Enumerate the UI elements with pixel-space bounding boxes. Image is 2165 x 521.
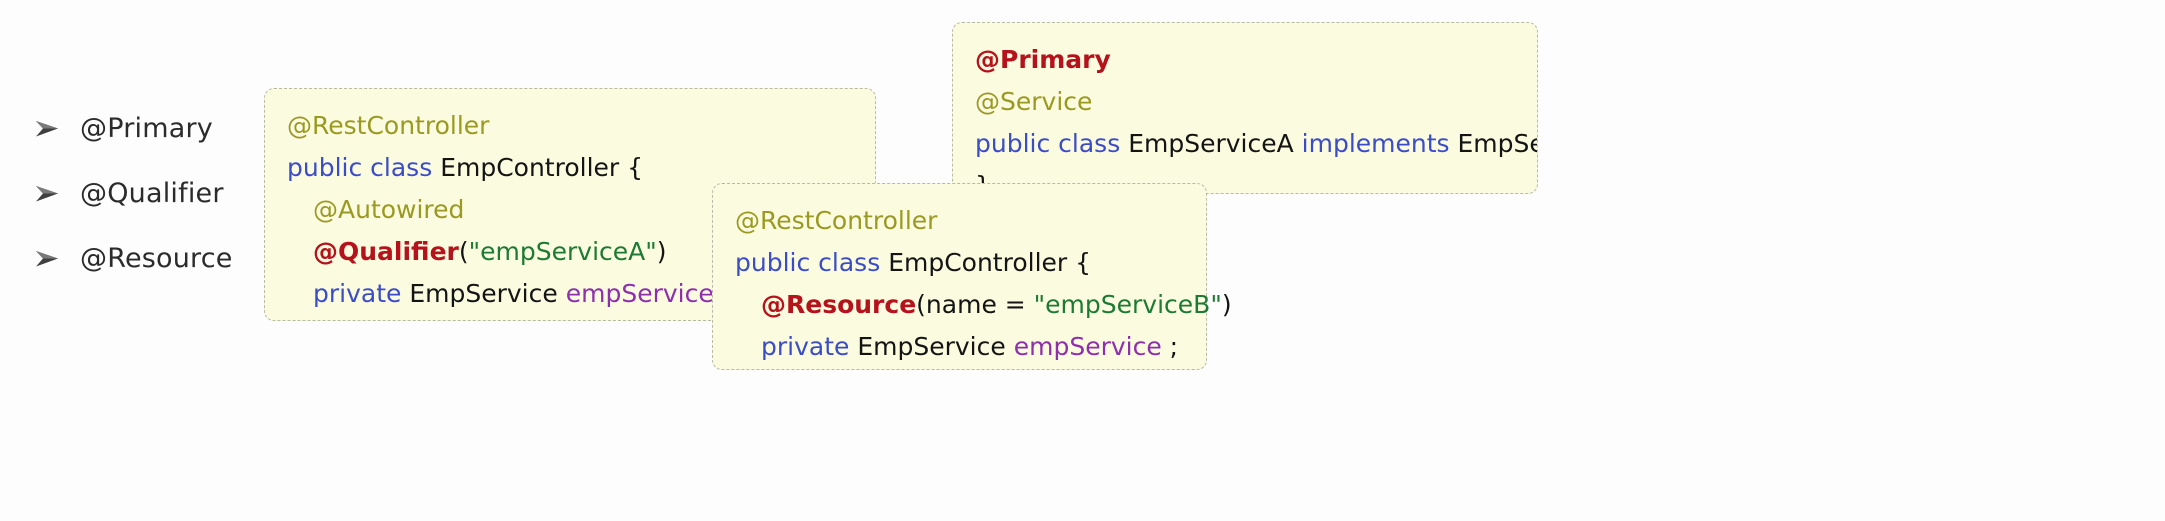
code-line: @Qualifier("empServiceA") [287,231,853,273]
code-token: public class [735,248,889,277]
code-token: private [313,279,410,308]
code-line: @Service [975,81,1515,123]
code-token: EmpService [409,279,566,308]
code-token: EmpService [857,332,1014,361]
code-token: implements [1301,129,1458,158]
code-line: @Autowired [287,189,853,231]
code-token: @Qualifier [313,237,459,266]
list-item: @Qualifier [30,161,280,226]
code-token: public class [287,153,441,182]
code-token: ) [1221,290,1232,319]
arrow-bullet-icon [30,248,80,270]
code-token: EmpServiceA [1128,129,1302,158]
list-item-label: @Primary [80,113,213,144]
list-item-label: @Resource [80,243,233,274]
arrow-bullet-icon [30,118,80,140]
list-item: @Primary [30,96,280,161]
code-token: @Resource [761,290,917,319]
code-line: public class EmpServiceA implements EmpS… [975,123,1537,165]
code-token: ) [656,237,667,266]
code-token: "empServiceB" [1033,290,1222,319]
list-item-label: @Qualifier [80,178,224,209]
code-callout-controller-resource: @RestController public class EmpControlle… [712,183,1232,370]
code-line: private EmpService empService ; [735,326,1184,368]
code-token: EmpService { [1457,129,1538,158]
code-line: public class EmpController { [735,242,1184,284]
code-token: (name = [916,290,1034,319]
code-token: @RestController [735,206,938,235]
code-line: @Resource(name = "empServiceB") [735,284,1232,326]
code-token: private [761,332,858,361]
code-token: empService [1013,332,1162,361]
code-line: private EmpService empService ; [287,273,853,315]
code-token: @Service [975,87,1093,116]
arrow-bullet-icon [30,183,80,205]
code-token: @Autowired [313,195,465,224]
code-token: EmpController { [440,153,644,182]
code-token: public class [975,129,1129,158]
code-token: ( [458,237,469,266]
code-token: empService [565,279,714,308]
code-line: @RestController [287,105,853,147]
code-token: @Primary [975,45,1111,74]
list-item: @Resource [30,226,280,291]
annotation-bullet-list: @Primary @Qualifier @Resource [30,96,280,291]
code-callout-service-primary: @Primary @Service public class EmpServiceA… [952,22,1538,194]
code-token: EmpController { [888,248,1092,277]
code-line: @Primary [975,39,1515,81]
code-token: "empServiceA" [468,237,657,266]
code-line: @RestController [735,200,1184,242]
code-line: public class EmpController { [287,147,853,189]
code-token: ; [1161,332,1179,361]
code-token: @RestController [287,111,490,140]
